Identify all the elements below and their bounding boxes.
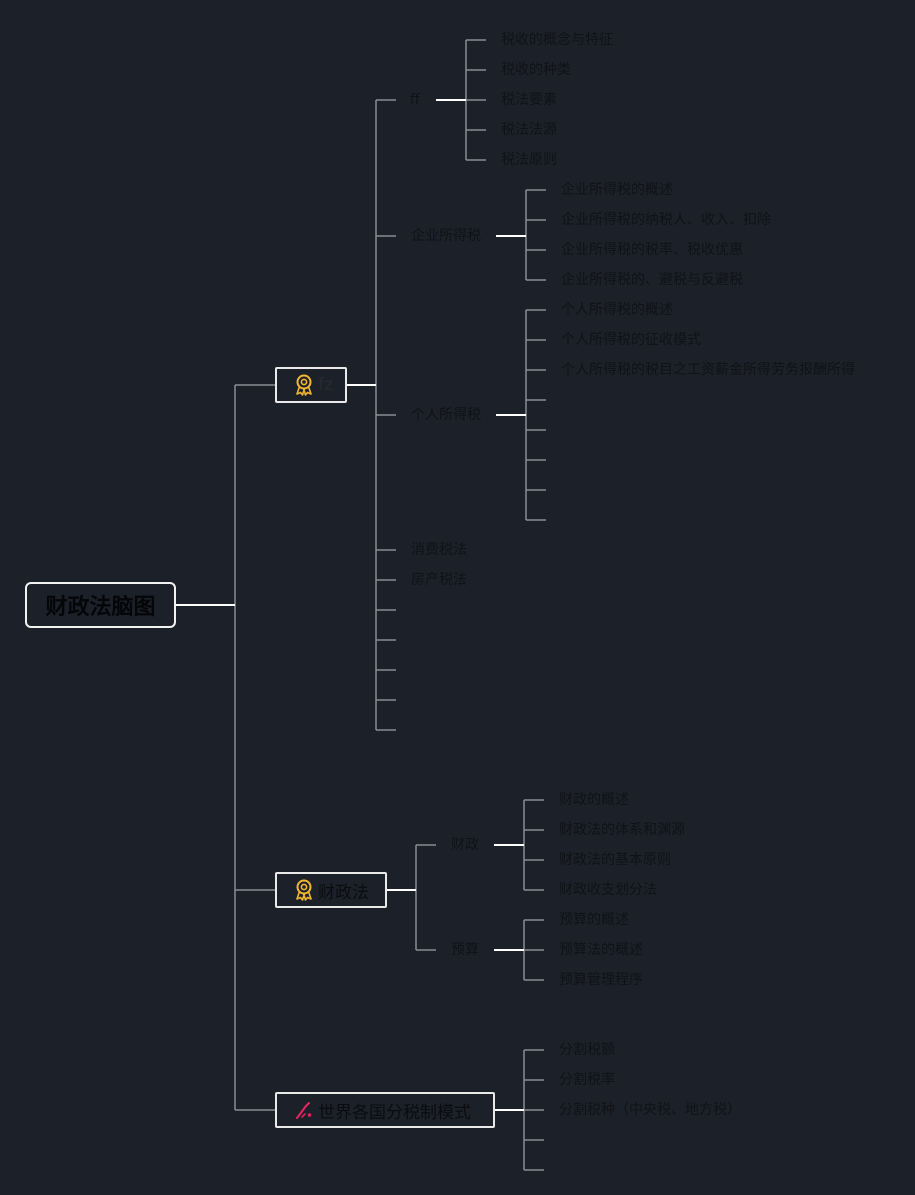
- leaf-world-tax-3[interactable]: 分割税种（中央税、地方税）: [559, 1102, 741, 1118]
- branch-node-finance-law[interactable]: 财政法: [275, 872, 387, 908]
- branch-node-fz[interactable]: fz: [275, 367, 347, 403]
- branch-label-world-tax: 世界各国分税制模式: [318, 1102, 471, 1123]
- leaf-budget-2[interactable]: 预算法的概述: [559, 942, 643, 958]
- leaf-corp-tax-4[interactable]: 企业所得税的、避税与反避税: [561, 272, 743, 288]
- pen-nib-icon: [294, 1099, 314, 1121]
- leaf-ff-1[interactable]: 税收的概念与特征: [501, 32, 613, 48]
- topic-budget[interactable]: 预算: [451, 942, 479, 958]
- leaf-finance-2[interactable]: 财政法的体系和渊源: [559, 822, 685, 838]
- leaf-corp-tax-2[interactable]: 企业所得税的纳税人、收入、扣除: [561, 212, 771, 228]
- leaf-ff-2[interactable]: 税收的种类: [501, 62, 571, 78]
- branch-node-world-tax[interactable]: 世界各国分税制模式: [275, 1092, 495, 1128]
- leaf-corp-tax-3[interactable]: 企业所得税的税率、税收优惠: [561, 242, 743, 258]
- topic-ff[interactable]: ff: [410, 92, 420, 108]
- topic-consumption-tax[interactable]: 消费税法: [411, 542, 467, 558]
- leaf-world-tax-2[interactable]: 分割税率: [559, 1072, 615, 1088]
- leaf-finance-3[interactable]: 财政法的基本原则: [559, 852, 671, 868]
- topic-personal-tax[interactable]: 个人所得税: [411, 407, 481, 423]
- root-node[interactable]: 财政法脑图: [25, 582, 176, 628]
- leaf-personal-tax-3[interactable]: 个人所得税的税目之工资薪金所得劳务报酬所得: [561, 362, 855, 378]
- leaf-finance-4[interactable]: 财政收支划分法: [559, 882, 657, 898]
- branch-label-fz: fz: [318, 375, 333, 395]
- topic-corp-tax[interactable]: 企业所得税: [411, 228, 481, 244]
- award-ribbon-icon: [294, 879, 314, 901]
- leaf-ff-5[interactable]: 税法原则: [501, 152, 557, 168]
- leaf-ff-4[interactable]: 税法法源: [501, 122, 557, 138]
- leaf-personal-tax-1[interactable]: 个人所得税的概述: [561, 302, 673, 318]
- leaf-ff-3[interactable]: 税法要素: [501, 92, 557, 108]
- award-ribbon-icon: [294, 374, 314, 396]
- leaf-corp-tax-1[interactable]: 企业所得税的概述: [561, 182, 673, 198]
- leaf-personal-tax-2[interactable]: 个人所得税的征收模式: [561, 332, 701, 348]
- leaf-finance-1[interactable]: 财政的概述: [559, 792, 629, 808]
- root-label: 财政法脑图: [45, 595, 156, 620]
- branch-label-finance-law: 财政法: [318, 882, 369, 903]
- topic-finance[interactable]: 财政: [451, 837, 479, 853]
- leaf-world-tax-1[interactable]: 分割税额: [559, 1042, 615, 1058]
- topic-property-tax[interactable]: 房产税法: [411, 572, 467, 588]
- leaf-budget-1[interactable]: 预算的概述: [559, 912, 629, 928]
- leaf-budget-3[interactable]: 预算管理程序: [559, 972, 643, 988]
